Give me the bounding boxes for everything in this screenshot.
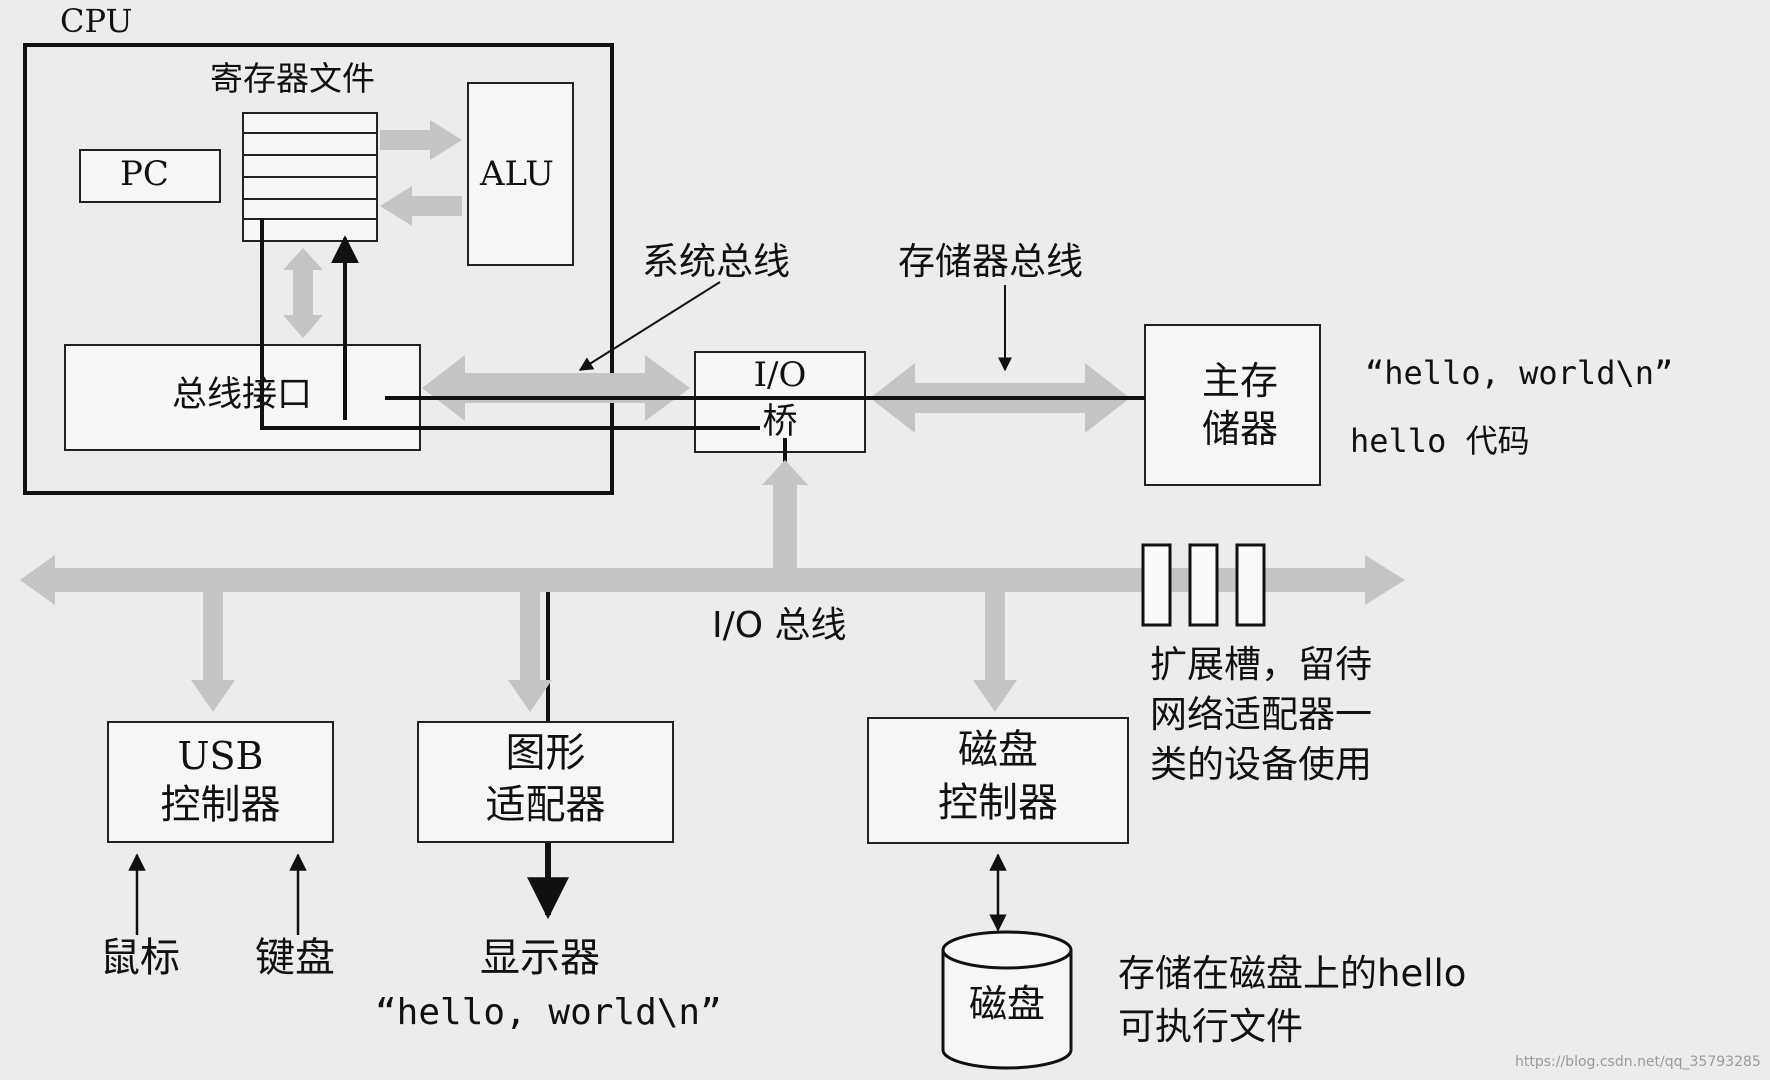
cpu-title: CPU — [60, 2, 133, 40]
expansion-slots — [1141, 543, 1266, 627]
memory-bus-label: 存储器总线 — [898, 240, 1083, 283]
watermark: https://blog.csdn.net/qq_35793285 — [1515, 1054, 1761, 1070]
alu-box — [467, 82, 574, 266]
alu-label: ALU — [480, 154, 554, 194]
disk-controller-line1: 磁盘 — [958, 727, 1038, 773]
system-bus-label: 系统总线 — [642, 240, 790, 283]
keyboard-label: 键盘 — [255, 935, 335, 981]
disk-note-line2: 可执行文件 — [1118, 1005, 1303, 1048]
pc-label: PC — [120, 154, 169, 194]
disk-controller-box — [867, 717, 1129, 844]
reg-bus-gray-arrow — [283, 248, 323, 338]
expansion-slots-line3: 类的设备使用 — [1150, 743, 1372, 786]
usb-controller-line1: USB — [177, 734, 264, 778]
io-to-graphics-arrow — [508, 592, 552, 712]
main-memory-line1: 主存 — [1201, 359, 1278, 403]
display-output-string: “hello, world\n” — [375, 992, 722, 1033]
disk-note-line1: 存储在磁盘上的hello — [1118, 952, 1467, 995]
expansion-slots-line2: 网络适配器一 — [1150, 693, 1372, 736]
system-bus — [422, 355, 690, 421]
graphics-adapter-line1: 图形 — [505, 730, 586, 776]
cpu-box — [23, 43, 614, 495]
graphics-adapter-box — [417, 721, 674, 843]
disk-cylinder — [941, 930, 1073, 1070]
io-to-disk-arrow — [973, 592, 1017, 712]
usb-controller-line2: 控制器 — [160, 782, 281, 828]
disk-label: 磁盘 — [968, 982, 1045, 1026]
display-label: 显示器 — [480, 935, 600, 981]
expansion-slots-line1: 扩展槽，留待 — [1150, 643, 1372, 686]
main-memory-line2: 储器 — [1201, 407, 1278, 451]
disk-controller-line2: 控制器 — [938, 780, 1058, 826]
pc-box — [79, 149, 221, 203]
graphics-adapter-line2: 适配器 — [485, 782, 606, 828]
mouse-label: 鼠标 — [100, 935, 180, 981]
memory-code-label: hello 代码 — [1350, 422, 1530, 460]
reg-to-alu-arrow — [380, 120, 462, 160]
io-to-usb-arrow — [191, 590, 235, 712]
bridge-io-gray-arrow — [762, 460, 808, 570]
io-bridge-box — [694, 351, 866, 453]
usb-controller-box — [107, 721, 334, 843]
io-bus — [20, 555, 1405, 605]
register-file — [242, 112, 378, 242]
memory-string-label: “hello, world\n” — [1365, 354, 1674, 392]
io-bridge-line1: I/O — [753, 355, 807, 395]
io-bridge-line2: 桥 — [762, 402, 798, 442]
bus-interface-label: 总线接口 — [172, 375, 313, 415]
io-bus-label: I/O 总线 — [712, 605, 847, 646]
register-file-label: 寄存器文件 — [210, 59, 375, 98]
main-memory-box — [1144, 324, 1321, 486]
alu-to-reg-arrow — [380, 186, 462, 226]
